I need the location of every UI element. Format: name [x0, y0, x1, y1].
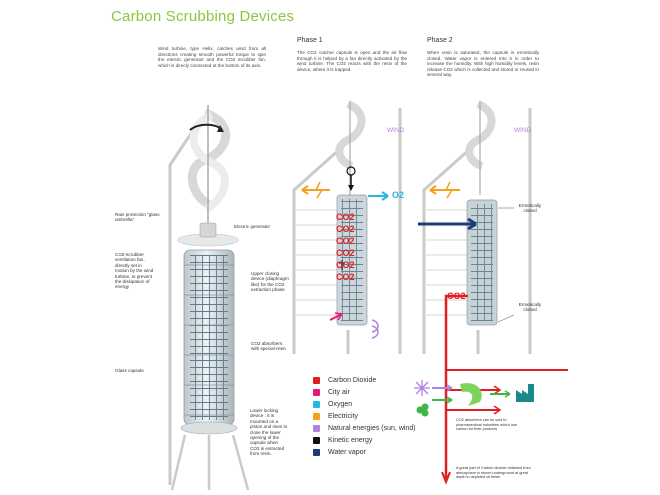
- legend-item-city-air: City air: [313, 386, 416, 398]
- legend-swatch: [313, 400, 320, 408]
- phase1-wind-label: WIND: [387, 127, 405, 134]
- legend-swatch: [313, 376, 320, 384]
- legend-swatch: [313, 412, 320, 420]
- legend-swatch: [313, 424, 320, 432]
- legend-swatch: [313, 436, 320, 444]
- humidity-label: HUMIDITY: [427, 227, 461, 233]
- main-device-illustration: [168, 105, 250, 490]
- label-electric-generator: Electric generator: [234, 224, 271, 229]
- legend-item-electricity: Electricity: [313, 410, 416, 422]
- co2-marker: CO2: [336, 260, 355, 270]
- label-glass-capsule: Glass capsule: [115, 368, 144, 373]
- legend-item-kinetic-energy: Kinetic energy: [313, 434, 416, 446]
- reuse-icons: [414, 380, 534, 417]
- legend-item-carbon-dioxide: Carbon Dioxide: [313, 374, 416, 386]
- intro-text: Wind turbine, type Helix, catches wind f…: [158, 46, 266, 68]
- label-ermetically-closed-top: Ermetically closed: [518, 203, 542, 214]
- legend-swatch: [313, 388, 320, 396]
- phase1-o2-label: O2: [392, 190, 405, 200]
- label-lower-locking: Lower locking device : it is mounted on …: [250, 408, 288, 457]
- label-absorbers: CO2 absorbers with special resin: [251, 341, 286, 352]
- label-fan: CO2-scrubber ventilation fan, directly s…: [115, 252, 154, 290]
- page-title: Carbon Scrubbing Devices: [111, 8, 295, 25]
- factory-icon: [516, 384, 534, 402]
- legend-swatch: [313, 448, 320, 456]
- absorber-icon: [460, 383, 482, 406]
- co2-marker: CO2: [336, 272, 355, 282]
- legend-item-water-vapor: Water vapor: [313, 446, 416, 458]
- co2-marker: CO2: [336, 248, 355, 258]
- legend-item-natural-energies: Natural energies (sun, wind): [313, 422, 416, 434]
- phase1-text: The CO2 catcher capsule is open and the …: [297, 50, 407, 72]
- leaves-icon: [416, 403, 429, 417]
- label-ermetically-closed-bottom: Ermetically closed: [518, 302, 542, 313]
- sun-icon: [414, 380, 430, 396]
- label-upper-closing: Upper closing device (diaphragm like) fo…: [251, 271, 289, 293]
- turbine-blade: [189, 111, 229, 213]
- phase2-heading: Phase 2: [427, 37, 453, 44]
- note-pharma: CO2 absorbers can be sold to pharmaceuti…: [456, 418, 517, 432]
- phase2-co2-label: CO2: [447, 291, 466, 301]
- co2-marker: CO2: [336, 224, 355, 234]
- note-ground: A great part of Carbon dioxide obtained …: [456, 466, 531, 480]
- phase2-text: When resin is saturated, the capsule is …: [427, 50, 539, 78]
- phase1-diagram: [292, 100, 402, 354]
- label-rain-protection: Rain protection "glass umbrella": [115, 212, 160, 223]
- phase1-co2-stack: CO2 CO2 CO2 CO2 CO2 CO2: [336, 212, 355, 282]
- phase2-wind-label: WIND: [514, 127, 532, 134]
- phase1-heading: Phase 1: [297, 37, 323, 44]
- co2-marker: CO2: [336, 212, 355, 222]
- legend-item-oxygen: Oxygen: [313, 398, 416, 410]
- legend: Carbon Dioxide City air Oxygen Electrici…: [313, 374, 416, 458]
- phase2-diagram: [418, 100, 568, 485]
- co2-marker: CO2: [336, 236, 355, 246]
